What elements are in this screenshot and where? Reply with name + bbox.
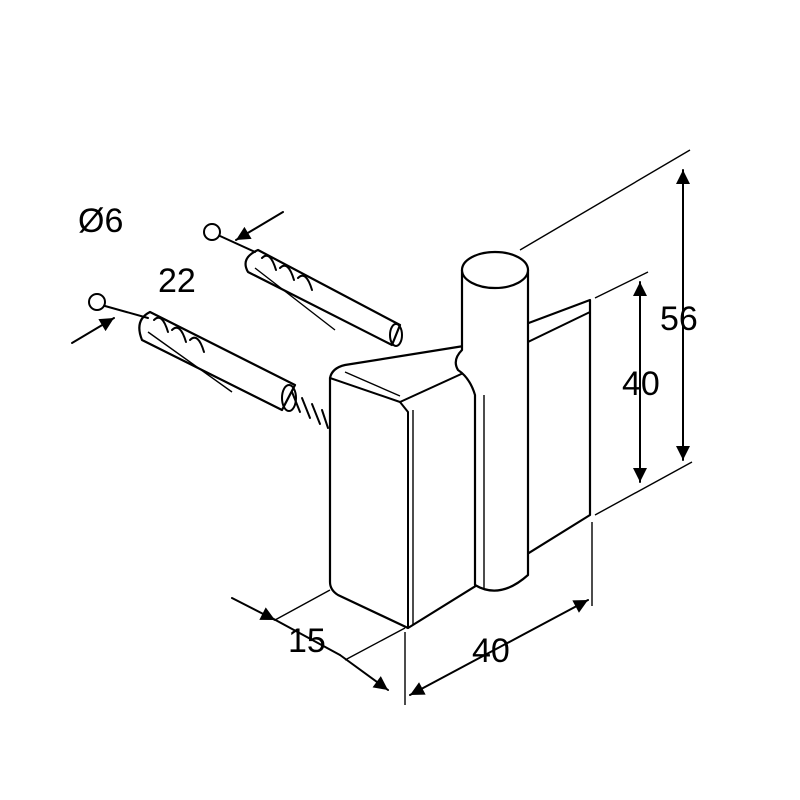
label-diameter: Ø6 bbox=[78, 202, 123, 240]
label-total-height: 56 bbox=[660, 300, 698, 338]
dimension-15 bbox=[231, 589, 406, 691]
upper-dowel bbox=[244, 248, 403, 347]
label-body-height: 40 bbox=[622, 365, 660, 403]
label-depth: 15 bbox=[288, 622, 326, 660]
lower-dowel bbox=[138, 310, 329, 429]
hinge-pin bbox=[454, 250, 530, 592]
dimension-40-width bbox=[404, 522, 593, 705]
dimension-40-height bbox=[594, 271, 649, 483]
label-body-width: 40 bbox=[472, 632, 510, 670]
hinge-body bbox=[328, 298, 592, 630]
label-dowel-length: 22 bbox=[158, 262, 196, 300]
dimension-56 bbox=[519, 149, 693, 516]
diameter-markers bbox=[71, 211, 284, 344]
